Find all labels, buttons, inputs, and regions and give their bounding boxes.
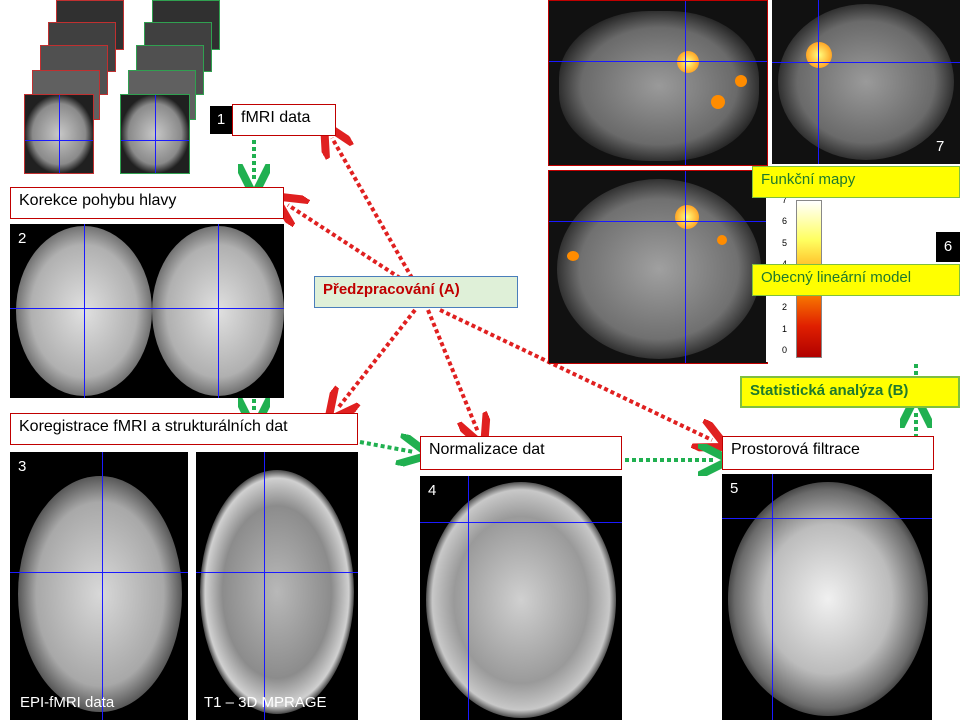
step-4-number: 4: [428, 482, 437, 499]
step-3-t1-image: T1 – 3D MPRAGE: [196, 452, 358, 720]
sagittal-map: [548, 0, 768, 166]
epi-caption: EPI-fMRI data: [20, 694, 115, 711]
t1-caption: T1 – 3D MPRAGE: [204, 694, 327, 711]
step-2-number: 2: [18, 230, 27, 247]
step-7-label: Funkční mapy: [752, 166, 960, 198]
colorbar-tick: 1: [782, 323, 788, 334]
step-3-number: 3: [18, 458, 27, 475]
stats-label: Statistická analýza (B): [740, 376, 960, 408]
preprocessing-label: Předzpracování (A): [314, 276, 518, 308]
step-1-number: 1: [210, 106, 232, 134]
step-2-label: Korekce pohybu hlavy: [10, 187, 284, 219]
step-4-label: Normalizace dat: [420, 436, 622, 470]
step-5-number: 5: [730, 480, 739, 497]
arrow-prep-to-5: [439, 308, 712, 440]
step-2-image: 2: [10, 224, 284, 398]
axial-map: [548, 170, 768, 364]
arrow-3-to-4: [359, 442, 414, 452]
step-7-number: 7: [936, 138, 945, 155]
arrow-prep-to-4: [426, 309, 478, 432]
colorbar-tick: 5: [782, 237, 788, 248]
arrow-prep-to-3: [338, 308, 417, 408]
step-1-label: fMRI data: [232, 104, 336, 136]
colorbar-tick: 6: [782, 216, 788, 227]
step-5-image: 5: [722, 474, 932, 720]
arrow-prep-to-1: [332, 138, 414, 279]
coronal-map: 7: [772, 0, 960, 164]
step-3-label: Koregistrace fMRI a strukturálních dat: [10, 413, 358, 445]
arrow-prep-to-2: [288, 205, 402, 280]
step-5-label: Prostorová filtrace: [722, 436, 934, 470]
step-3-epi-image: 3 EPI-fMRI data: [10, 452, 188, 720]
colorbar-tick: 0: [782, 345, 788, 355]
colorbar-tick: 7: [782, 195, 788, 205]
step-6-number: 6: [936, 232, 960, 262]
step-4-image: 4: [420, 476, 622, 720]
colorbar-tick: 2: [782, 302, 788, 313]
step-6-label: Obecný lineární model: [752, 264, 960, 296]
